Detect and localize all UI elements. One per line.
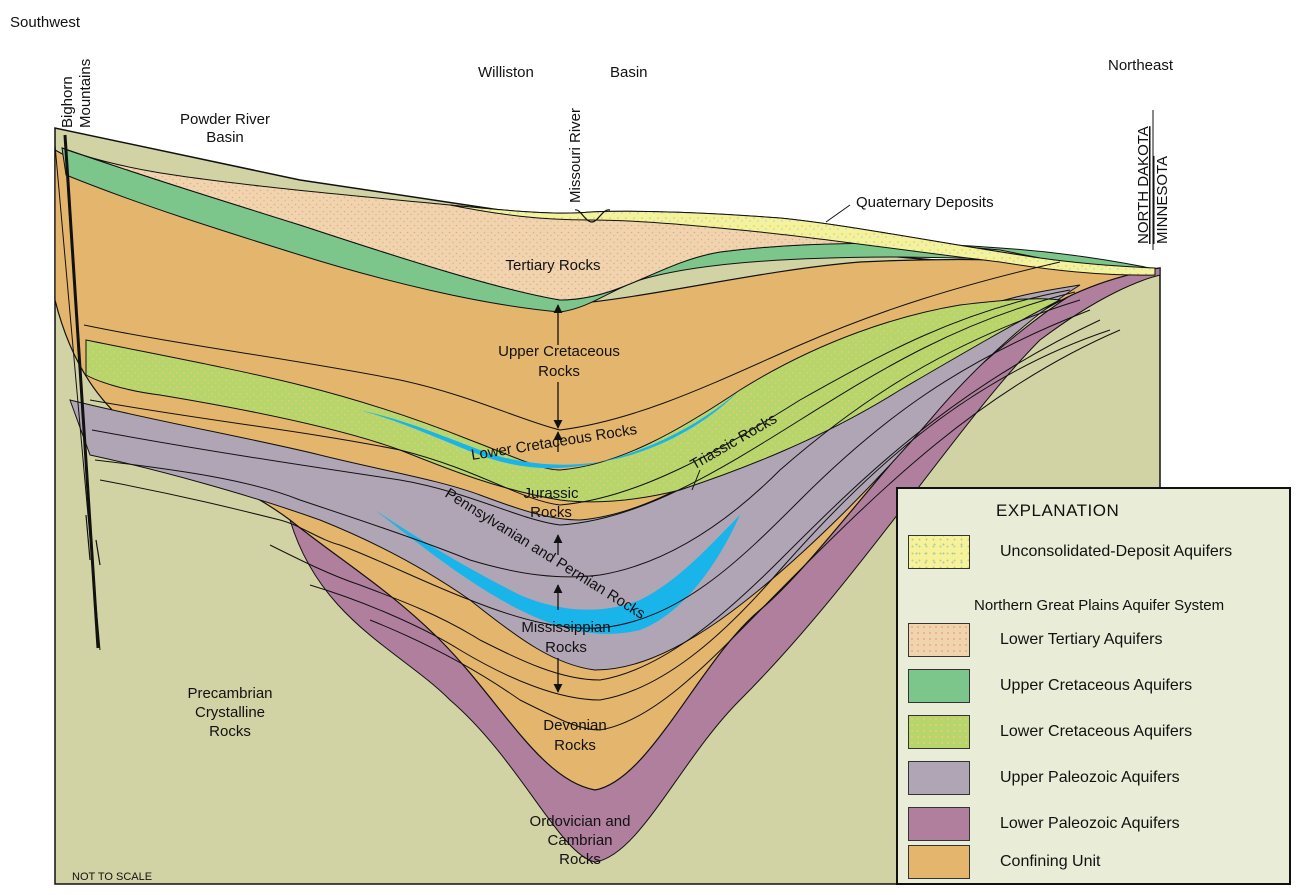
legend-label-upper-cretaceous: Upper Cretaceous Aquifers — [1000, 677, 1193, 694]
quaternary-deposits — [449, 204, 1156, 276]
missouri-river-notch — [574, 209, 611, 223]
label-crystalline: Crystalline — [195, 704, 265, 721]
label-not-to-scale: NOT TO SCALE — [72, 871, 152, 883]
legend-swatch-confining-unit — [908, 845, 970, 879]
label-precambrian-rocks: Rocks — [209, 723, 251, 740]
legend-swatch-upper-paleozoic — [908, 761, 970, 795]
label-northeast: Northeast — [1108, 57, 1174, 74]
legend-swatch-lower-tertiary — [908, 623, 970, 657]
label-powder-basin: Basin — [206, 129, 244, 146]
label-missouri-river: Missouri River — [567, 108, 584, 203]
label-upper-cretaceous: Upper Cretaceous — [498, 343, 620, 360]
label-upper-cretaceous-rocks: Rocks — [538, 363, 580, 380]
label-devonian: Devonian — [543, 717, 606, 734]
legend-label-upper-paleozoic: Upper Paleozoic Aquifers — [1000, 769, 1180, 786]
legend-item-upper-paleozoic: Upper Paleozoic Aquifers — [908, 761, 1288, 795]
fault-arrows — [85, 514, 101, 566]
label-cambrian: Cambrian — [547, 832, 612, 849]
label-basin: Basin — [610, 64, 648, 81]
label-southwest: Southwest — [10, 14, 81, 31]
legend-label-lower-tertiary: Lower Tertiary Aquifers — [1000, 631, 1163, 648]
quaternary-leader — [825, 204, 851, 223]
triassic-leader — [691, 469, 701, 491]
legend-swatch-lower-cretaceous — [908, 715, 970, 749]
label-mississippian-rocks: Rocks — [545, 639, 587, 656]
label-mountains: Mountains — [77, 59, 94, 128]
label-tertiary: Tertiary Rocks — [505, 257, 600, 274]
label-bighorn: Bighorn — [59, 76, 76, 128]
legend-label-lower-cretaceous: Lower Cretaceous Aquifers — [1000, 723, 1193, 740]
legend-item-unconsolidated: Unconsolidated-Deposit Aquifers — [908, 535, 1288, 569]
label-mississippian: Mississippian — [521, 619, 610, 636]
legend-swatch-lower-paleozoic — [908, 807, 970, 841]
legend-item-lower-cretaceous: Lower Cretaceous Aquifers — [908, 715, 1288, 749]
saline-water-lower — [375, 510, 740, 634]
legend-label-confining-unit: Confining Unit — [1000, 853, 1101, 870]
legend-item-confining-unit: Confining Unit — [908, 845, 1288, 879]
label-ordovician: Ordovician and — [530, 813, 631, 830]
legend-swatch-unconsolidated — [908, 535, 970, 569]
label-powder-river: Powder River — [180, 111, 270, 128]
legend-label-unconsolidated: Unconsolidated-Deposit Aquifers — [1000, 543, 1233, 560]
bighorn-fault — [63, 134, 100, 649]
legend-item-upper-cretaceous: Upper Cretaceous Aquifers — [908, 669, 1288, 703]
label-jurassic: Jurassic — [523, 485, 579, 502]
saline-water-upper — [358, 390, 740, 469]
label-devonian-rocks: Rocks — [554, 737, 596, 754]
legend-explanation: EXPLANATION Unconsolidated-Deposit Aquif… — [896, 487, 1291, 885]
label-north-dakota: NORTH DAKOTA — [1135, 126, 1152, 244]
legend-swatch-upper-cretaceous — [908, 669, 970, 703]
label-williston: Williston — [478, 64, 534, 81]
label-quaternary: Quaternary Deposits — [856, 194, 994, 211]
label-minnesota: MINNESOTA — [1154, 156, 1171, 244]
layer-contacts — [54, 144, 1121, 731]
legend-item-lower-paleozoic: Lower Paleozoic Aquifers — [908, 807, 1288, 841]
legend-system-heading: Northern Great Plains Aquifer System — [974, 597, 1225, 614]
legend-label-lower-paleozoic: Lower Paleozoic Aquifers — [1000, 815, 1180, 832]
legend-item-lower-tertiary: Lower Tertiary Aquifers — [908, 623, 1288, 657]
legend-title: EXPLANATION — [996, 501, 1120, 520]
label-jurassic-rocks: Rocks — [530, 504, 572, 521]
label-ordovician-rocks: Rocks — [559, 851, 601, 868]
label-precambrian: Precambrian — [187, 685, 272, 702]
